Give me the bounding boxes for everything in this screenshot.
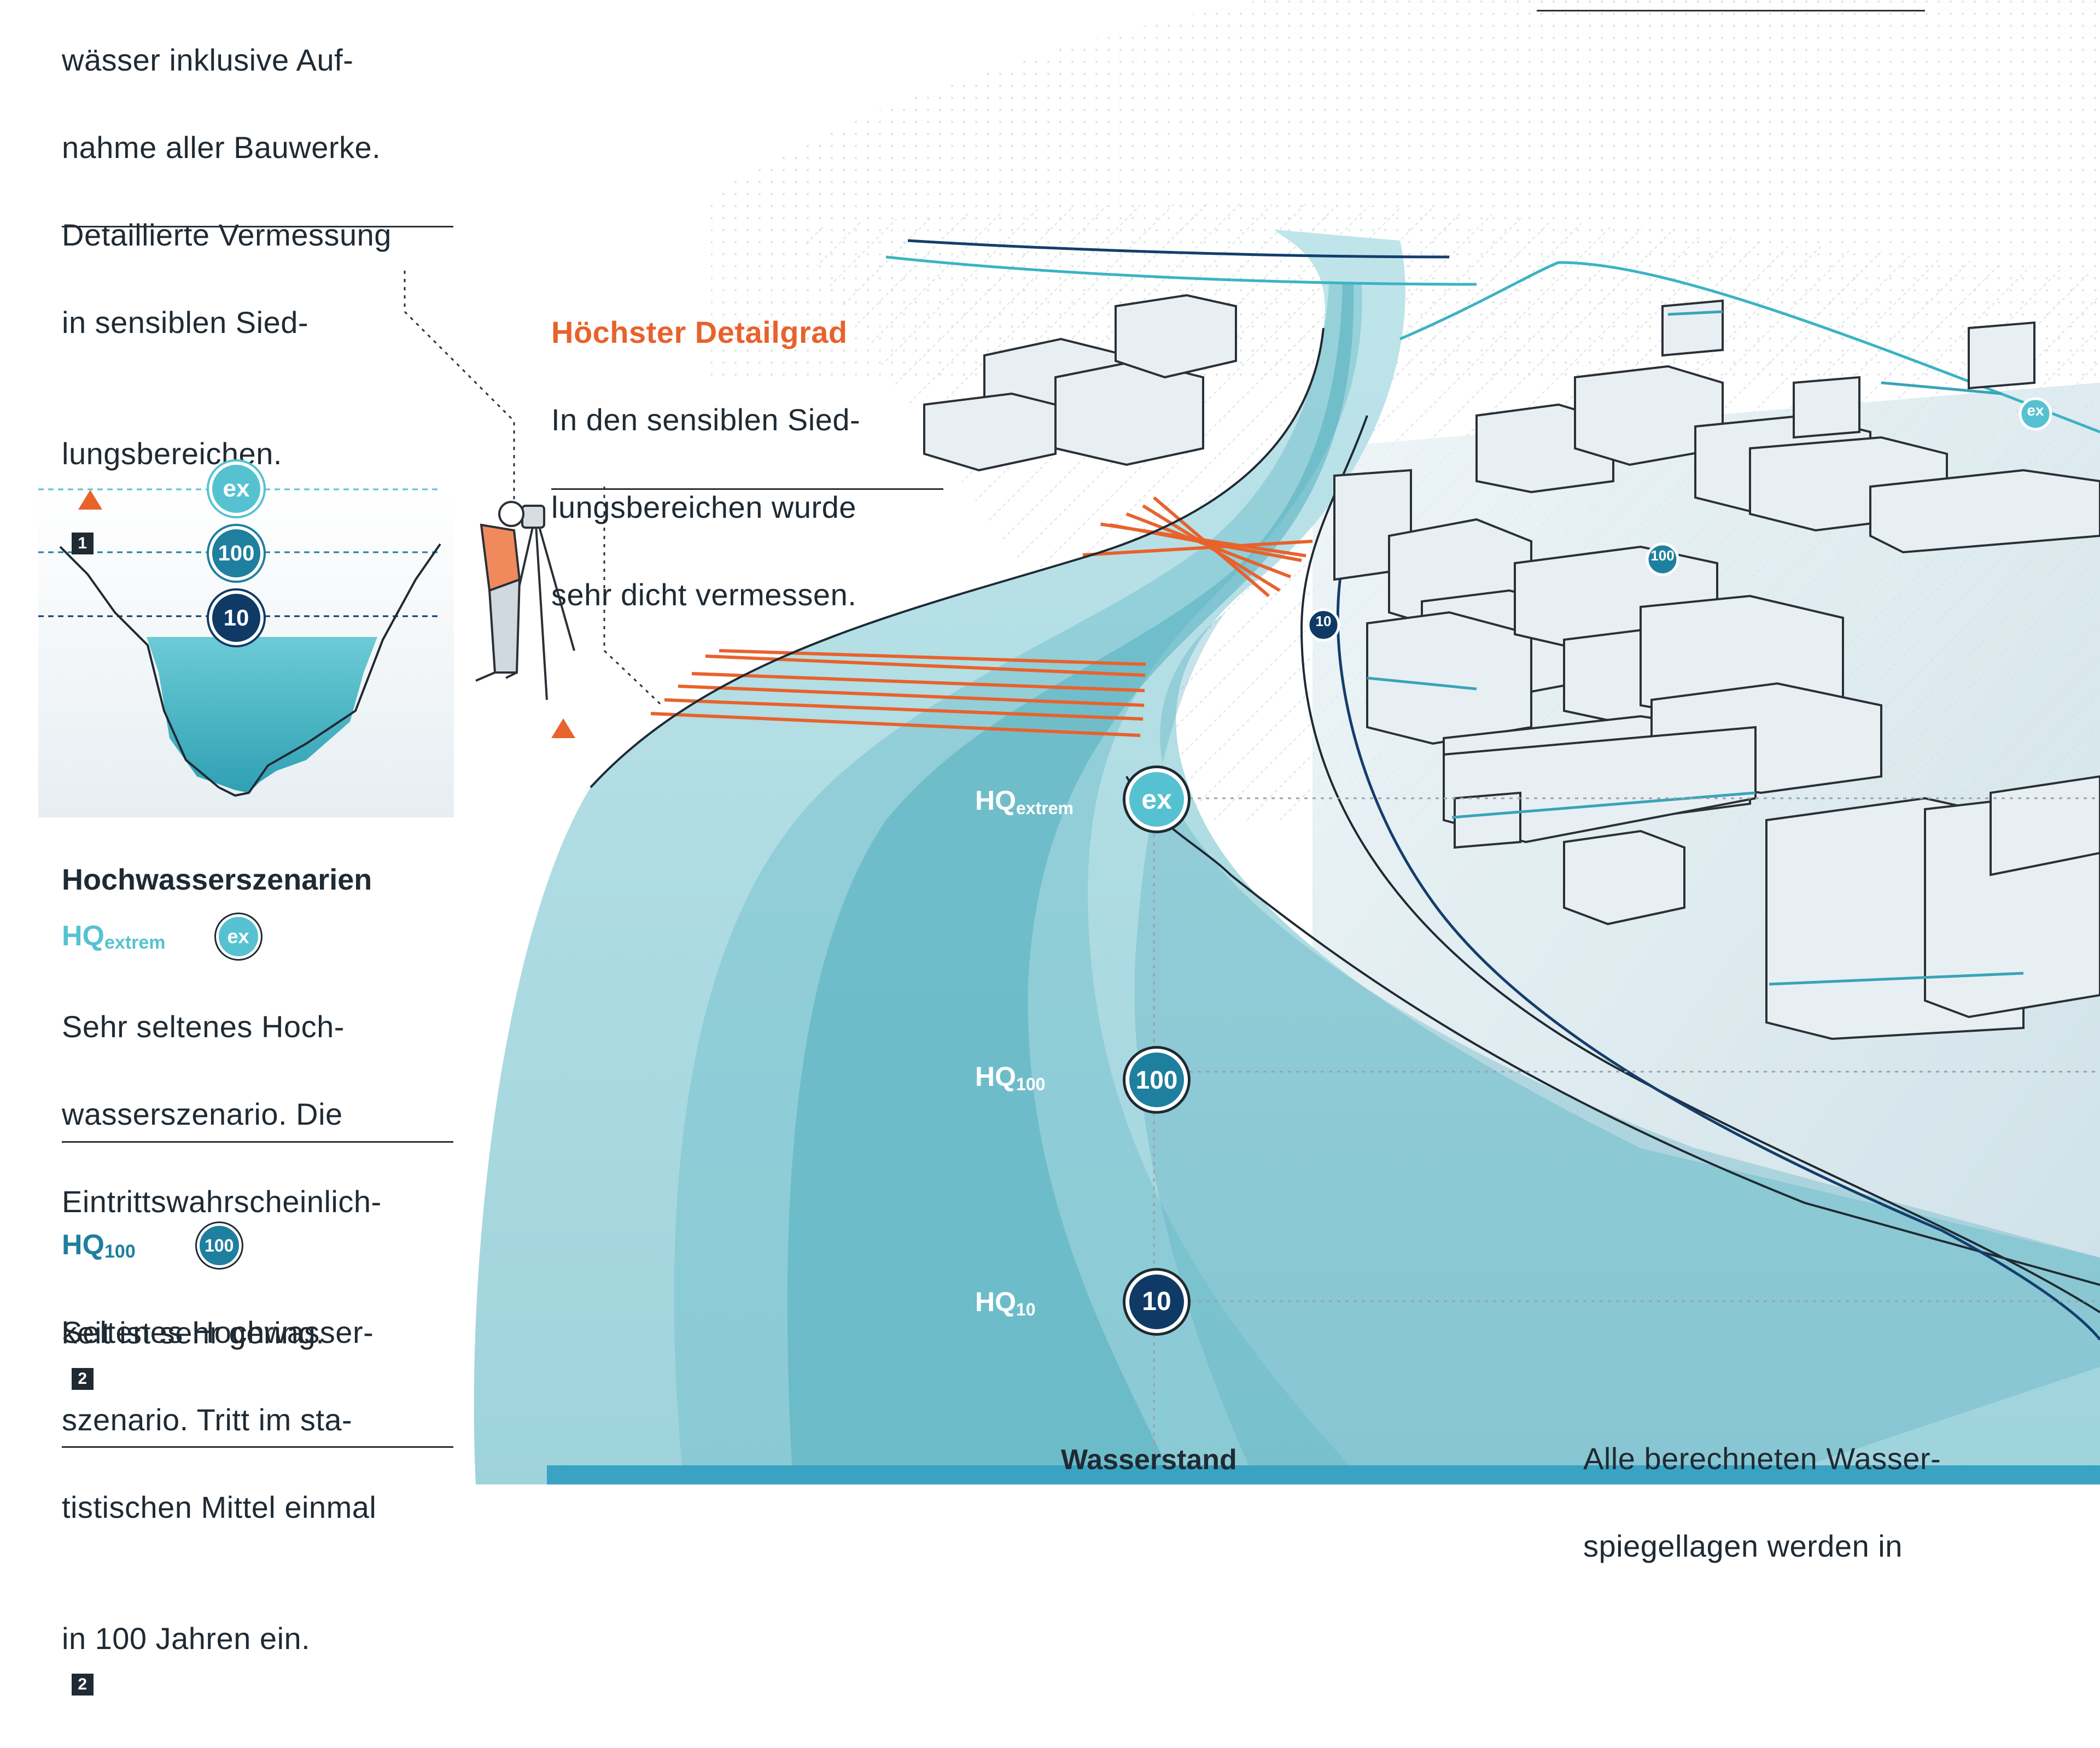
scenario-hq100-text: Seltenes Hochwasser- szenario. Tritt im … xyxy=(62,1267,466,1748)
map-label-hq-extreme: HQextrem xyxy=(975,785,1074,818)
survey-line-5: lungsbereichen. 1 xyxy=(62,388,466,563)
top-right-rule xyxy=(1537,10,1925,11)
buildings xyxy=(923,294,2100,1040)
triangle-marker-icon xyxy=(551,718,575,739)
cross-badge-ex: ex xyxy=(209,461,264,516)
scenario-hq100-badge: 100 xyxy=(196,1223,242,1268)
scenario-hq100-line-3: tistischen Mittel einmal xyxy=(62,1490,377,1524)
survey-line-1: wässer inklusive Auf- xyxy=(62,43,354,77)
map-badge-100: 100 xyxy=(1125,1049,1188,1111)
detail-line-3: sehr dicht vermessen. xyxy=(551,577,857,612)
map-small-badges xyxy=(1306,397,2052,642)
detail-text: Höchster Detailgrad In den sensiblen Sie… xyxy=(551,267,945,743)
detail-rule xyxy=(551,488,943,490)
cross-badge-100: 100 xyxy=(209,526,264,581)
map-badge-10: 10 xyxy=(1125,1271,1188,1333)
map-badge-ex-small: ex xyxy=(2027,402,2044,419)
detail-line-2: lungsbereichen wurde xyxy=(551,490,856,524)
scenario-extreme-header: HQextrem ex xyxy=(62,914,261,959)
scenario-extreme-rule xyxy=(62,1141,453,1143)
map-label-hq10: HQ10 xyxy=(975,1287,1036,1319)
wasserstand-bar xyxy=(547,1465,2100,1484)
scenario-extreme-label: HQextrem xyxy=(62,920,166,953)
river-floodplain xyxy=(474,230,2100,1484)
scenario-hq100-header: HQ100 100 xyxy=(62,1223,242,1268)
footnote-ref-2: 2 xyxy=(72,1674,94,1696)
cross-badge-10: 10 xyxy=(209,591,264,645)
scenario-hq100-line-1: Seltenes Hochwasser- xyxy=(62,1315,374,1349)
bottom-line-2: spiegellagen werden in xyxy=(1583,1529,1903,1563)
survey-line-4: in sensiblen Sied- xyxy=(62,305,309,340)
map-badge-10-small: 10 xyxy=(1315,613,1332,629)
scenario-hq100-line-4: in 100 Jahren ein. 2 xyxy=(62,1573,466,1704)
map-label-hq100: HQ100 xyxy=(975,1061,1046,1094)
wasserstand-label: Wasserstand xyxy=(1061,1444,1237,1476)
survey-line-2: nahme aller Bauwerke. xyxy=(62,130,381,165)
survey-rule xyxy=(62,226,453,227)
water-level-marks xyxy=(1367,310,2024,986)
bottom-text: Alle berechneten Wasser- spiegellagen we… xyxy=(1583,1393,2086,1612)
survey-line-3: Detaillierte Vermessung xyxy=(62,218,392,252)
scenario-hq100-rule xyxy=(62,1446,453,1448)
footnote-ref-2: 2 xyxy=(72,1368,94,1390)
footnote-ref-1: 1 xyxy=(72,533,94,555)
scenario-hq100-label: HQ100 xyxy=(62,1229,136,1262)
scenario-extreme-badge: ex xyxy=(215,914,261,959)
map-badge-ex: ex xyxy=(1125,768,1188,831)
surveyor-figure xyxy=(475,501,575,700)
survey-text: wässer inklusive Auf- nahme aller Bauwer… xyxy=(62,0,466,607)
triangle-marker-icon xyxy=(78,490,102,510)
scenario-extreme-line-1: Sehr seltenes Hoch- xyxy=(62,1009,345,1044)
bottom-line-1: Alle berechneten Wasser- xyxy=(1583,1441,1941,1476)
scenario-hq100-line-2: szenario. Tritt im sta- xyxy=(62,1402,353,1437)
detail-marker xyxy=(551,660,945,739)
scenarios-heading: Hochwasserszenarien xyxy=(62,863,372,896)
river-banks xyxy=(590,239,2100,1341)
detail-line-1: In den sensiblen Sied- xyxy=(551,402,861,437)
leader-lines xyxy=(404,271,2100,1484)
scenario-extreme-text: Sehr seltenes Hoch- wasserszenario. Die … xyxy=(62,961,466,1442)
map-badge-100-small: 100 xyxy=(1650,547,1675,564)
detail-title: Höchster Detailgrad xyxy=(551,315,848,349)
scenario-extreme-line-2: wasserszenario. Die xyxy=(62,1097,343,1131)
scenario-extreme-line-3: Eintrittswahrscheinlich- xyxy=(62,1184,382,1219)
scenario-extreme-line-4: keit ist sehr gering. 2 xyxy=(62,1267,466,1399)
flood-map-illustration xyxy=(38,0,2100,1484)
